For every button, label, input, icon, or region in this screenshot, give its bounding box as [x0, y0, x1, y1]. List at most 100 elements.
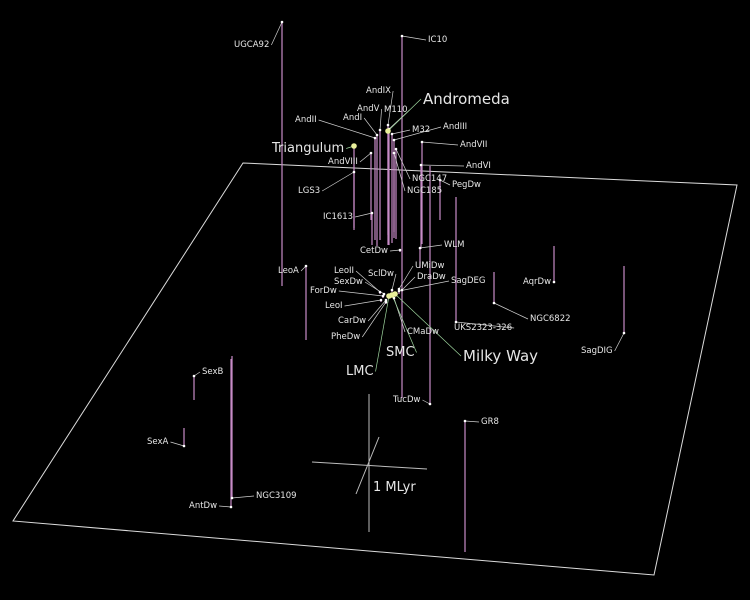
leoii-label: LeoII: [334, 266, 354, 276]
andi-leader: [363, 117, 378, 136]
scale-bar: [311, 394, 428, 532]
ugca92-leader: [271, 21, 283, 46]
andix-marker: [386, 123, 390, 127]
lgs3-marker: [352, 170, 356, 174]
pegdw-marker: [438, 178, 442, 182]
ngc3109-leader: [231, 495, 255, 499]
ic10-label: IC10: [428, 35, 447, 45]
m110-label: M110: [384, 105, 408, 115]
m32-marker: [390, 132, 394, 136]
ic10-marker: [400, 34, 404, 38]
cmadw-label: CMaDw: [407, 327, 439, 337]
leoa-label: LeoA: [278, 266, 299, 276]
milkyway-marker: [392, 291, 398, 297]
galactic-plane: [12, 162, 738, 576]
m32-leader: [391, 129, 411, 135]
scldw-label: SclDw: [368, 269, 394, 279]
andvi-marker: [419, 163, 423, 167]
lmc-label: LMC: [346, 364, 374, 379]
wlm-label: WLM: [444, 240, 464, 250]
andi-label: AndI: [343, 113, 362, 123]
fordw-label: ForDw: [310, 286, 337, 296]
leoii-leader: [355, 270, 381, 293]
antdw-leader: [219, 505, 232, 508]
sexb-marker: [192, 374, 196, 378]
tucdw-leader: [422, 399, 431, 405]
leoi-label: LeoI: [325, 301, 343, 311]
ngc3109-label: NGC3109: [256, 491, 297, 501]
andromeda-leader: [387, 98, 422, 132]
sexa-leader: [170, 441, 185, 447]
scale-label: 1 MLyr: [373, 480, 416, 495]
ngc185-marker: [392, 151, 396, 155]
andiii-marker: [392, 138, 396, 142]
lgs3-label: LGS3: [298, 186, 320, 196]
tucdw-label: TucDw: [392, 395, 421, 405]
uks2323-leader: [455, 321, 515, 329]
pegdw-leader: [439, 179, 451, 186]
cetdw-label: CetDw: [360, 246, 388, 256]
andv-marker: [378, 128, 382, 132]
dradw-leader: [401, 276, 416, 291]
phedw-leader: [361, 301, 387, 338]
ic1613-marker: [370, 211, 374, 215]
lmc-leader: [375, 295, 390, 372]
smc-leader: [391, 294, 417, 353]
scldw-marker: [390, 288, 394, 292]
andvii-marker: [420, 140, 424, 144]
andvi-label: AndVI: [466, 161, 491, 171]
ngc6822-leader: [493, 302, 529, 320]
andix-leader: [387, 90, 394, 126]
triangulum-label: Triangulum: [271, 141, 344, 156]
ic1613-label: IC1613: [323, 212, 353, 222]
leoi-leader: [344, 299, 382, 307]
fordw-leader: [338, 290, 384, 297]
fordw-marker: [381, 294, 385, 298]
andii-leader: [318, 119, 376, 139]
scale-axis-3: [355, 436, 380, 495]
sagdig-marker: [622, 331, 626, 335]
andii-label: AndII: [295, 115, 317, 125]
leoa-marker: [304, 264, 308, 268]
cardw-marker: [384, 298, 388, 302]
andiii-leader: [393, 126, 442, 141]
phedw-label: PheDw: [331, 332, 360, 342]
sexa-label: SexA: [147, 437, 169, 447]
andix-label: AndIX: [366, 86, 391, 96]
lmc-marker: [386, 293, 392, 299]
sexa-marker: [182, 444, 186, 448]
ngc147-label: NGC147: [412, 174, 447, 184]
sagdeg-leader: [398, 280, 450, 292]
dradw-marker: [400, 288, 404, 292]
dradw-label: DraDw: [417, 272, 446, 282]
wlm-leader: [419, 244, 443, 249]
antdw-label: AntDw: [189, 501, 217, 511]
m32-label: M32: [412, 125, 430, 135]
umidw-leader: [398, 265, 414, 290]
andv-leader: [379, 108, 382, 131]
scldw-leader: [391, 273, 397, 291]
ic1613-leader: [354, 212, 373, 218]
andii-marker: [373, 136, 377, 140]
ngc6822-label: NGC6822: [530, 314, 571, 324]
lgs3-leader: [321, 171, 355, 192]
label-leaders: [170, 21, 625, 508]
andi-marker: [375, 133, 379, 137]
gr8-leader: [464, 420, 480, 423]
andviii-label: AndVIII: [328, 157, 358, 167]
gr8-marker: [463, 419, 467, 423]
galaxy-markers: [182, 20, 626, 509]
sagdig-leader: [614, 332, 625, 352]
andiii-label: AndIII: [443, 122, 467, 132]
leoi-marker: [379, 298, 383, 302]
pegdw-label: PegDw: [452, 180, 481, 190]
umidw-marker: [397, 287, 401, 291]
andvii-label: AndVII: [460, 140, 487, 150]
sagdeg-label: SagDEG: [451, 276, 486, 286]
antdw-marker: [229, 505, 233, 509]
andromeda-label: Andromeda: [423, 90, 510, 108]
umidw-label: UMiDw: [415, 261, 444, 271]
wlm-marker: [418, 246, 422, 250]
plane-outline: [12, 162, 738, 576]
